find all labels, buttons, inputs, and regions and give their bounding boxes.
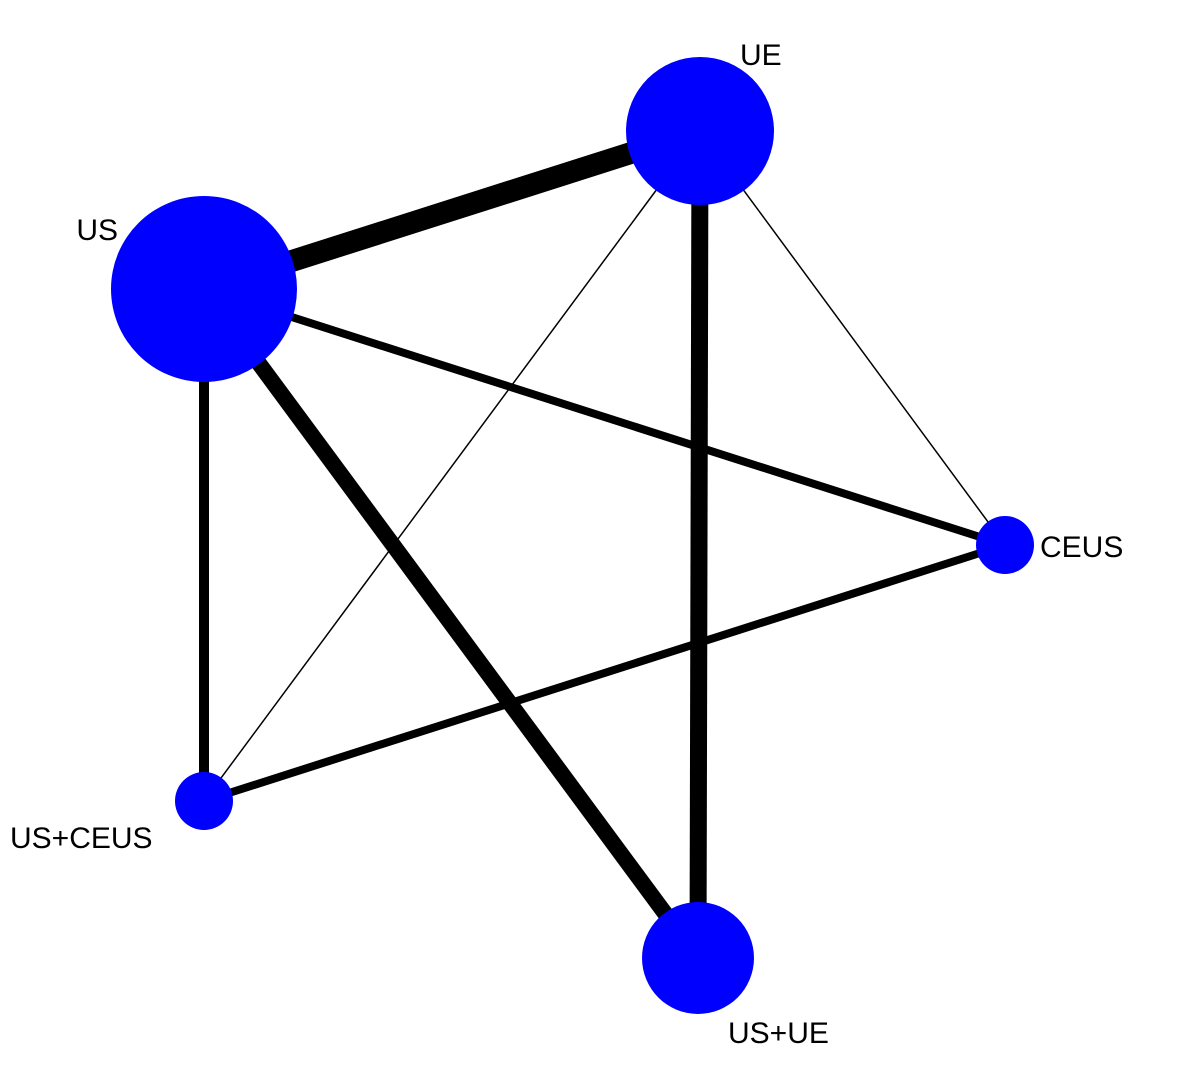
node-label-ue: UE: [740, 39, 782, 72]
node-ue: [626, 57, 774, 205]
node-label-ceus: CEUS: [1040, 531, 1123, 564]
edge-ue-us-ue: [689, 130, 709, 959]
edge-ue-ceus: [699, 130, 1006, 546]
edge-ue-us-ceus: [203, 130, 701, 802]
node-us: [111, 196, 297, 382]
node-label-us: US: [76, 214, 118, 247]
node-us-ue: [642, 902, 754, 1014]
node-label-us-ue: US+UE: [728, 1017, 829, 1050]
node-label-us-ceus: US+CEUS: [10, 822, 153, 855]
edges-layer: [197, 120, 1007, 963]
edge-us-ceus: [202, 285, 1007, 549]
node-ceus: [976, 516, 1034, 574]
edge-us-us-ue: [197, 284, 705, 963]
node-us-ceus: [175, 772, 233, 830]
edge-ceus-us-ceus: [202, 541, 1007, 805]
labels-layer: US UE CEUS US+UE US+CEUS: [10, 39, 1123, 1050]
nodes-layer: [111, 57, 1034, 1014]
